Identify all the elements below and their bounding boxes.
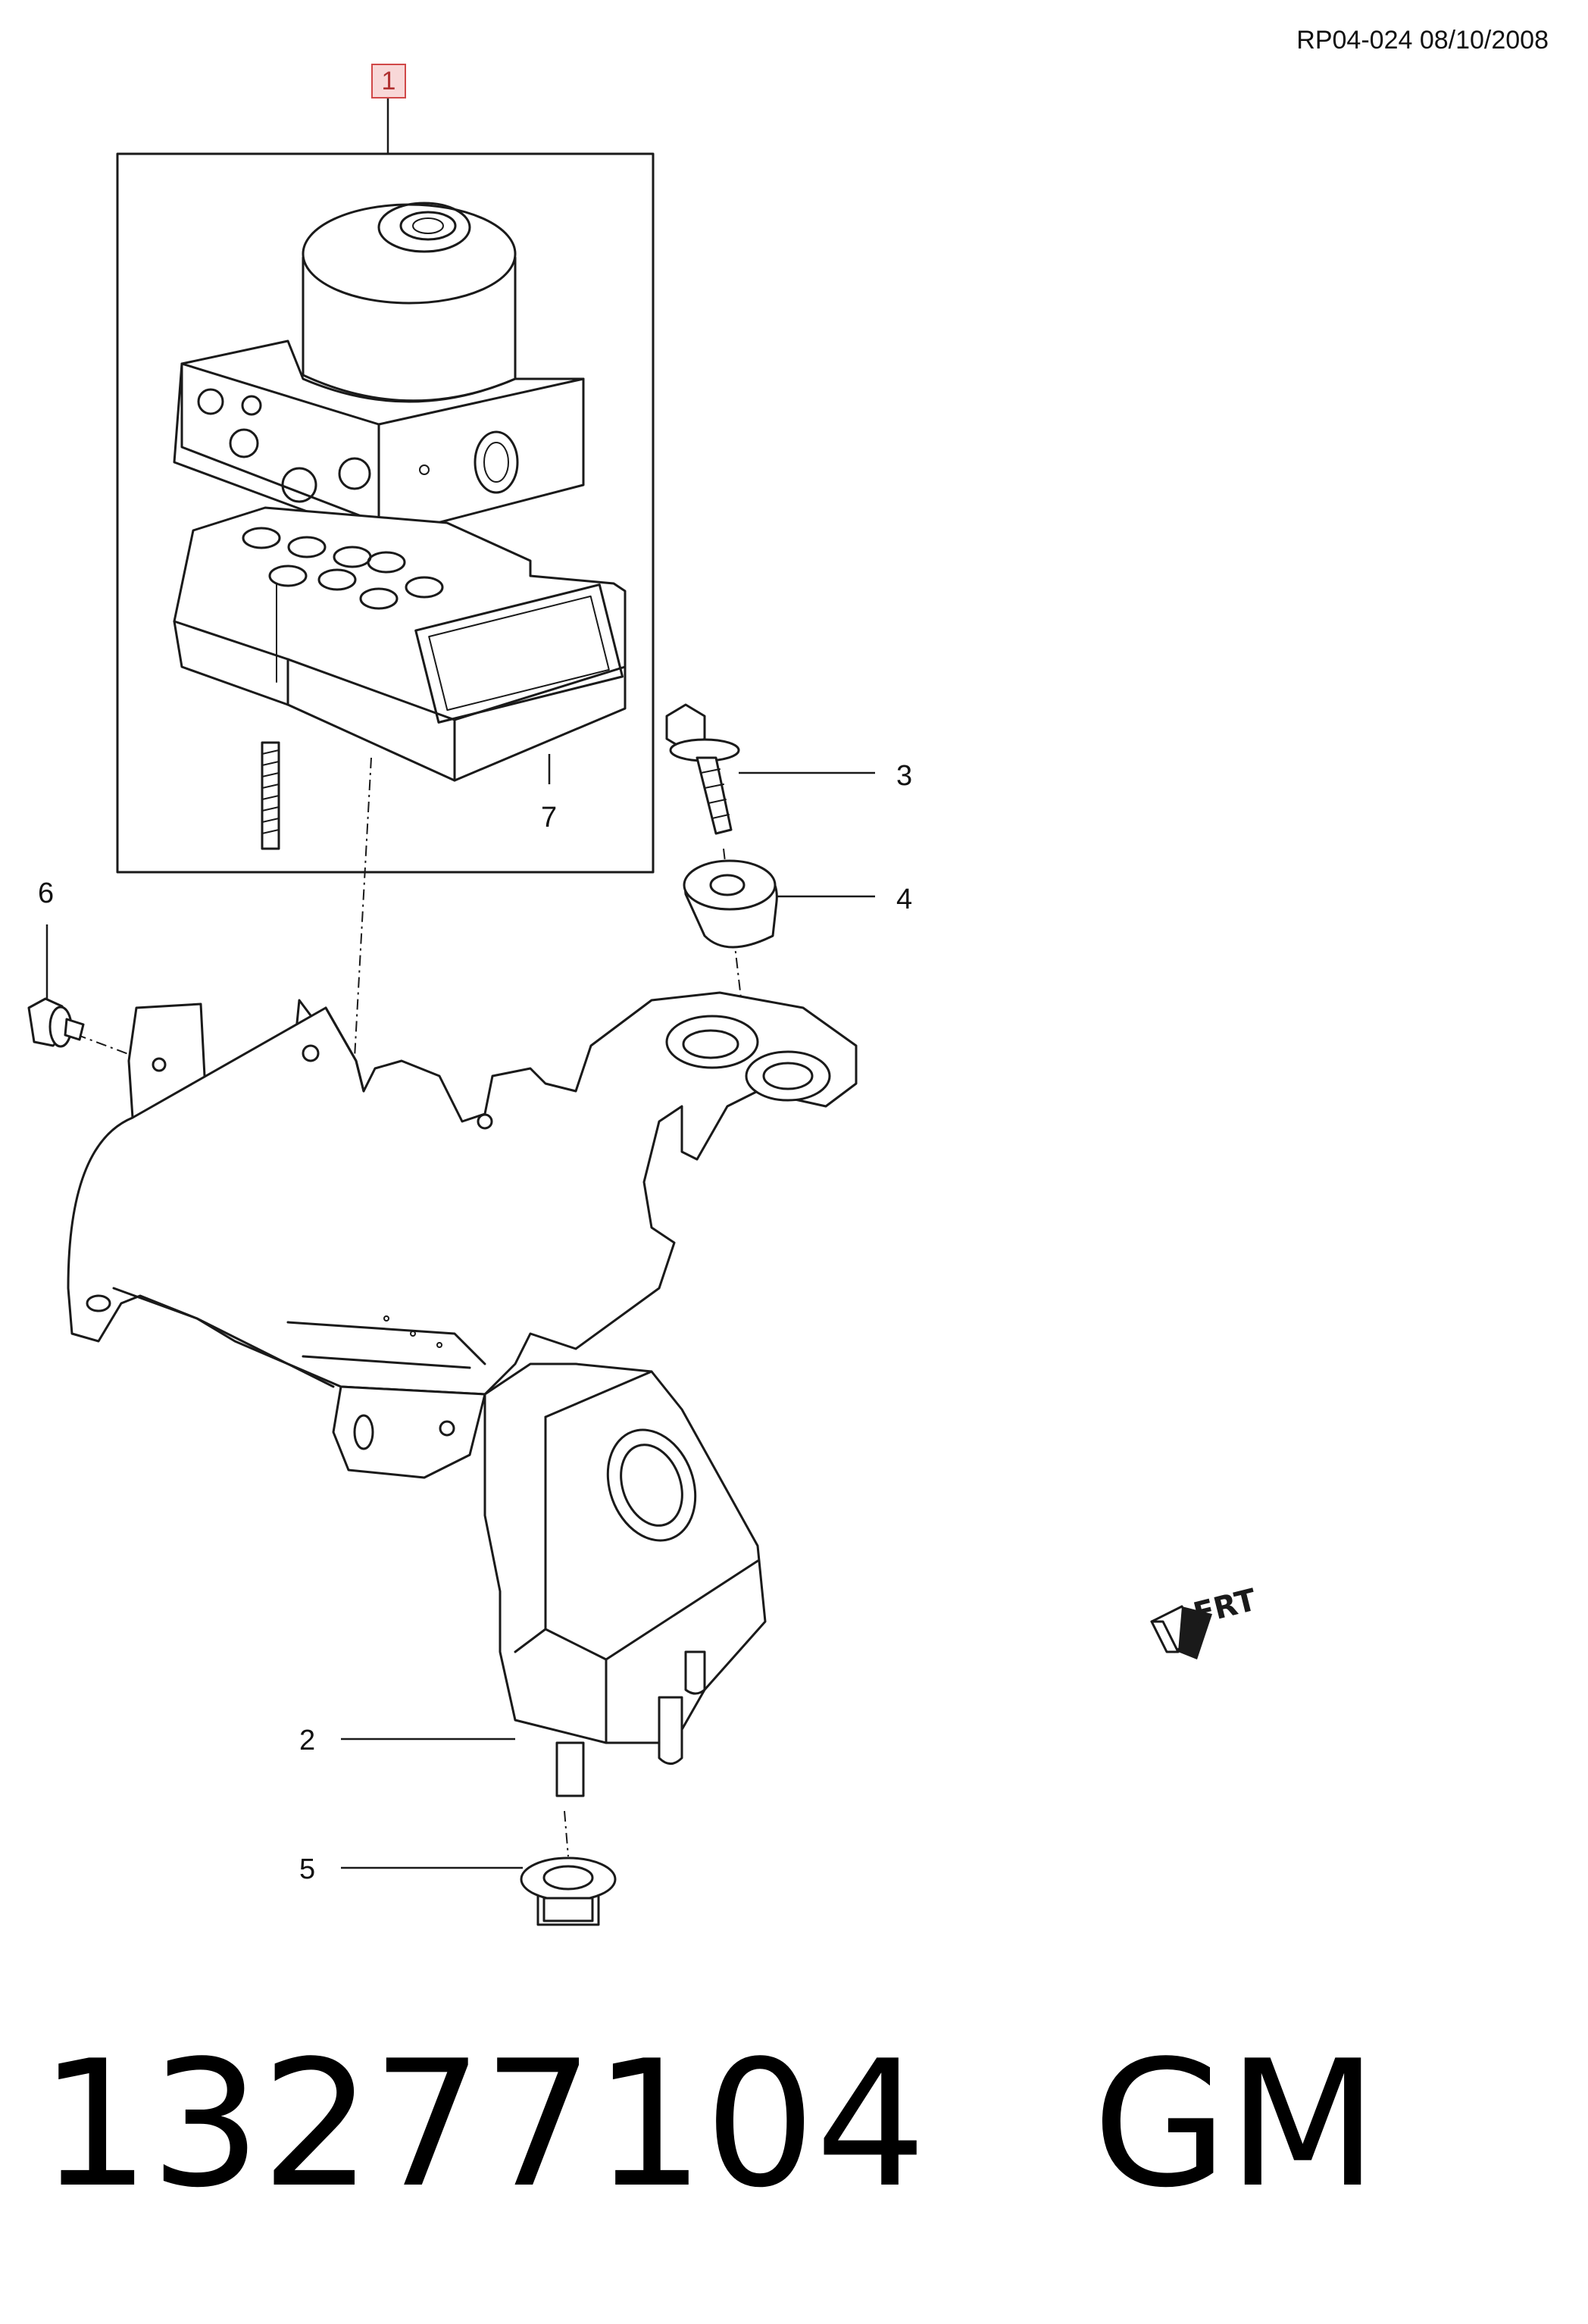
callout-2: 2 bbox=[299, 1725, 316, 1756]
abs-module-control-unit bbox=[173, 506, 627, 782]
module-bolt bbox=[261, 741, 280, 850]
abs-module-valve-block bbox=[173, 339, 585, 540]
centerline-grommet-5 bbox=[564, 1810, 569, 1857]
callout-1: 1 bbox=[371, 64, 406, 99]
centerline-bolt-6 bbox=[75, 1034, 167, 1069]
callout-6: 6 bbox=[38, 877, 55, 909]
abs-module-motor bbox=[302, 202, 517, 402]
callout-4: 4 bbox=[896, 884, 913, 915]
reference-code: RP04-024 08/10/2008 bbox=[1296, 26, 1549, 55]
grommet-5 bbox=[520, 1856, 617, 1926]
grommet-4 bbox=[683, 859, 778, 949]
bolt-3 bbox=[665, 703, 740, 835]
bolt-6 bbox=[27, 997, 85, 1048]
front-direction-arrow-icon bbox=[1150, 1605, 1212, 1659]
callout-3: 3 bbox=[896, 760, 913, 792]
bracket-2 bbox=[67, 991, 858, 1797]
part-number-footer: 13277104 GM bbox=[39, 2038, 1378, 2213]
callout-7: 7 bbox=[541, 802, 558, 834]
part-number: 13277104 bbox=[39, 2024, 927, 2226]
assembly-box bbox=[116, 99, 655, 874]
brand-name: GM bbox=[1093, 2024, 1378, 2226]
callout-5: 5 bbox=[299, 1853, 316, 1885]
